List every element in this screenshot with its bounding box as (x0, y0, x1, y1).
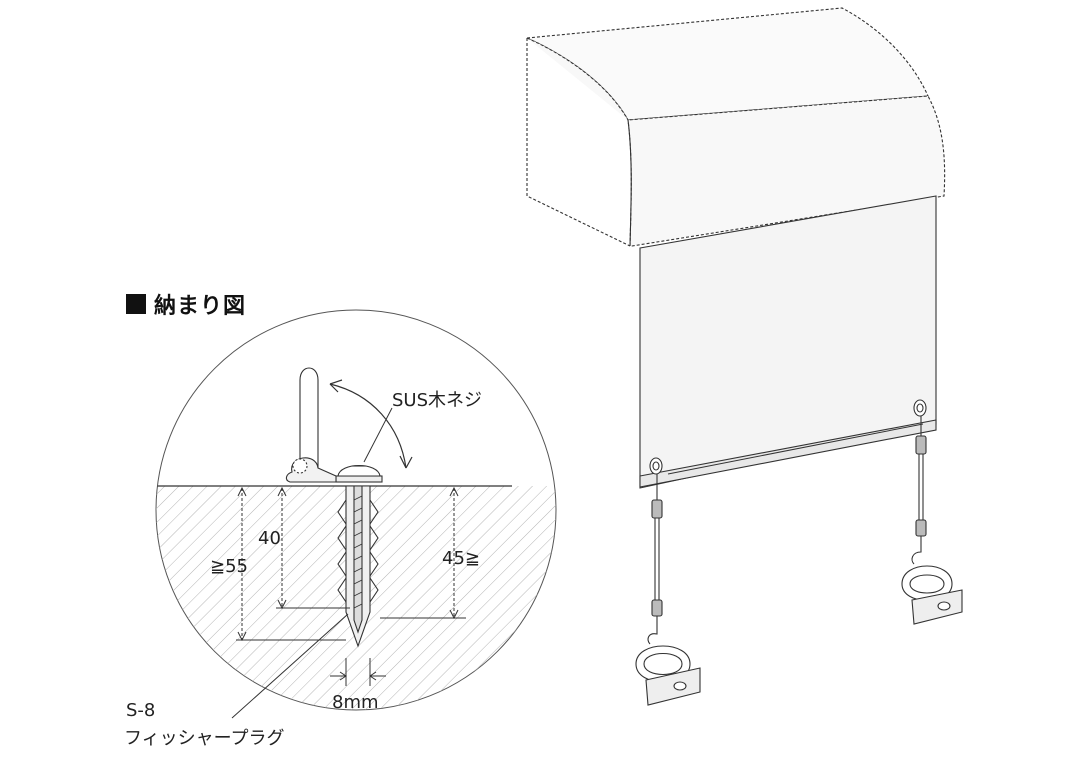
bottom-bar (639, 419, 937, 488)
detail-circle (155, 309, 557, 719)
screw-label: SUS木ネジ (392, 390, 483, 411)
rotation-arrow (329, 379, 413, 469)
plug-leader (231, 613, 349, 719)
diameter-label: 8mm (332, 692, 379, 713)
screw-head (335, 465, 383, 483)
fischer-plug (337, 485, 379, 648)
title-text: 納まり図 (154, 294, 247, 319)
blind-screen (639, 195, 937, 489)
left-cord (635, 474, 701, 706)
right-cord (901, 416, 963, 625)
page-title: 納まり図 (126, 288, 246, 320)
depth-40-label: 40 (258, 528, 281, 549)
square-bullet-icon (126, 294, 146, 314)
dimension-lines (236, 486, 466, 686)
depth-45-label: 45≧ (442, 548, 480, 569)
awning-illustration (524, 7, 963, 706)
plug-code-label: S-8 (126, 700, 156, 721)
plug-name-label: フィッシャープラグ (124, 728, 285, 749)
depth-55-label: ≧55 (210, 556, 248, 577)
bracket-hook (285, 367, 337, 483)
screw-leader (363, 407, 393, 463)
